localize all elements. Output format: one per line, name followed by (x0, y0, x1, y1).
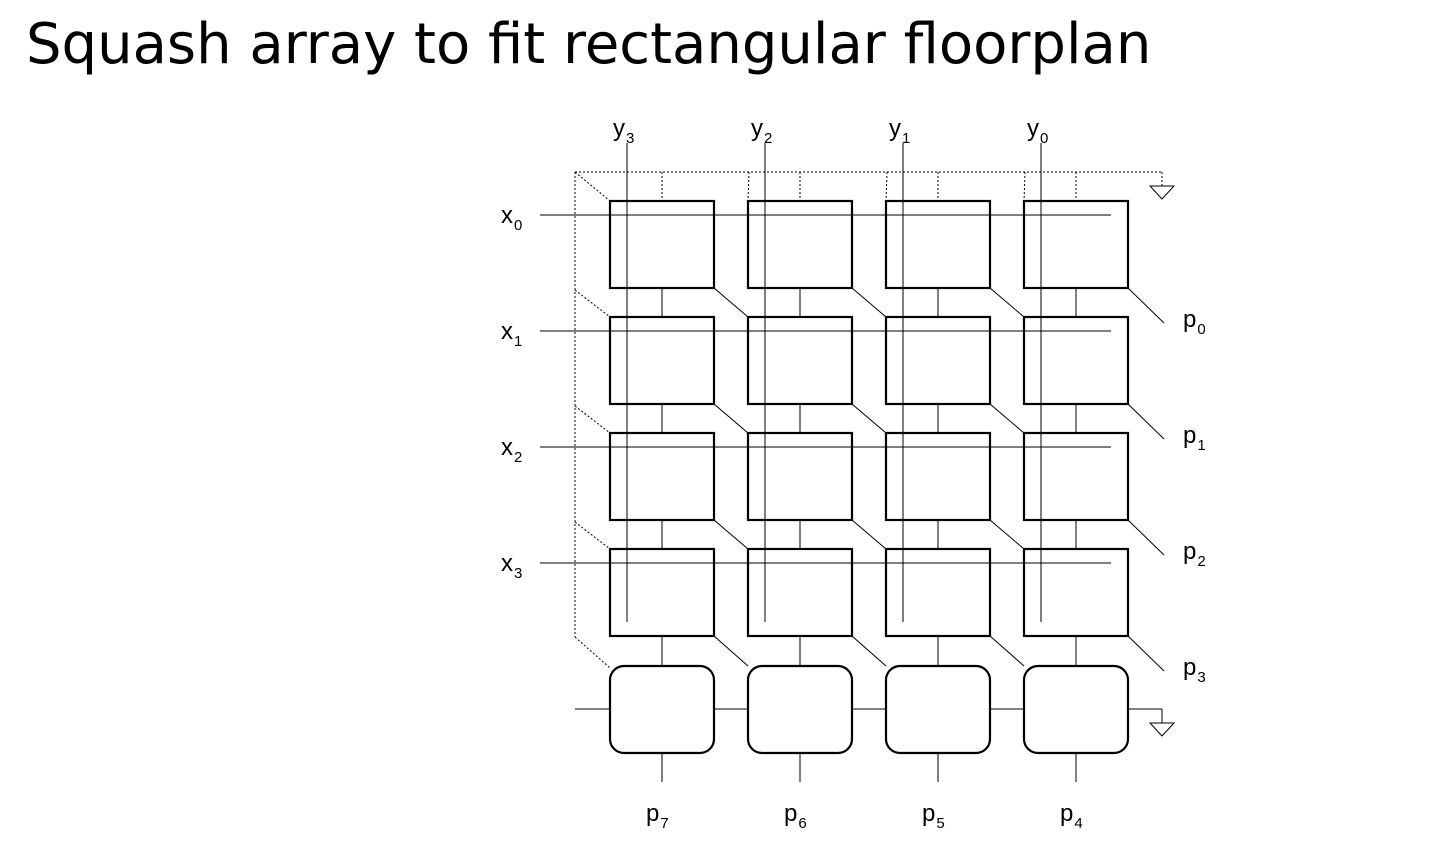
label-p-right-1: p1 (1183, 422, 1206, 454)
label-y-1: y2 (751, 115, 772, 147)
cell-3-0 (608, 547, 716, 638)
dashed-diag-left-1 (574, 289, 611, 318)
diagonal-link-3-1 (851, 635, 887, 667)
cell-2-1 (746, 431, 854, 522)
label-p-bottom-2-sub: 5 (936, 815, 944, 832)
right-output-line-3 (1127, 635, 1165, 672)
right-output-line-0 (1127, 287, 1165, 324)
label-x-2: x2 (501, 434, 522, 466)
cell-0-0 (608, 199, 716, 290)
cell-1-2 (884, 315, 992, 406)
label-x-3-base: x (501, 550, 513, 577)
slide-title: Squash array to fit rectangular floorpla… (26, 12, 1152, 77)
label-p-bottom-1: p6 (784, 800, 807, 832)
right-output-line-1 (1127, 403, 1165, 440)
cell-3-2 (884, 547, 992, 638)
diagonal-link-0-0 (713, 287, 749, 318)
cell-0-2 (884, 199, 992, 290)
label-y-0: y3 (613, 115, 634, 147)
label-p-right-0: p0 (1183, 306, 1206, 338)
label-x-3: x3 (501, 550, 522, 582)
label-p-bottom-0-base: p (646, 800, 659, 827)
label-y-0-sub: 3 (626, 130, 634, 147)
cell-0-1 (746, 199, 854, 290)
label-y-3: y0 (1027, 115, 1048, 147)
label-y-2: y1 (889, 115, 910, 147)
cells-layer (608, 199, 1130, 755)
label-y-1-base: y (751, 115, 763, 142)
dashed-diag-top-2 (885, 171, 888, 202)
cell-3-3 (1022, 547, 1130, 638)
label-p-right-3-base: p (1183, 654, 1196, 681)
diagonal-link-3-0 (713, 635, 749, 667)
label-y-1-sub: 2 (764, 130, 772, 147)
ground-symbol-bottom (1148, 722, 1176, 737)
label-p-bottom-3: p4 (1060, 800, 1083, 832)
dashed-left-to-adder (574, 636, 611, 669)
adder-cell-2 (884, 664, 992, 755)
label-p-right-1-base: p (1183, 422, 1196, 449)
label-x-0-base: x (501, 202, 513, 229)
cell-2-2 (884, 431, 992, 522)
dashed-diag-left-3 (574, 521, 611, 550)
diagonal-link-1-0 (713, 403, 749, 434)
label-p-bottom-0: p7 (646, 800, 669, 832)
label-p-right-3: p3 (1183, 654, 1206, 686)
label-p-right-2-sub: 2 (1197, 553, 1205, 570)
dashed-diag-left-2 (574, 405, 611, 434)
dashed-diag-top-3 (1023, 171, 1026, 202)
cell-1-1 (746, 315, 854, 406)
label-p-bottom-3-sub: 4 (1074, 815, 1082, 832)
label-p-bottom-3-base: p (1060, 800, 1073, 827)
cell-1-0 (608, 315, 716, 406)
cell-2-0 (608, 431, 716, 522)
diagonal-link-1-2 (989, 403, 1025, 434)
dashed-diag-top-0 (574, 171, 611, 202)
diagonal-link-2-2 (989, 519, 1025, 550)
label-y-3-base: y (1027, 115, 1039, 142)
diagonal-link-1-1 (851, 403, 887, 434)
label-x-1-sub: 1 (514, 333, 522, 350)
label-y-2-base: y (889, 115, 901, 142)
label-p-bottom-2-base: p (922, 800, 935, 827)
label-p-bottom-1-sub: 6 (798, 815, 806, 832)
label-p-right-2: p2 (1183, 538, 1206, 570)
label-x-2-base: x (501, 434, 513, 461)
cell-2-3 (1022, 431, 1130, 522)
label-p-bottom-0-sub: 7 (660, 815, 668, 832)
adder-cell-3 (1022, 664, 1130, 755)
label-x-1-base: x (501, 318, 513, 345)
label-p-right-0-sub: 0 (1197, 321, 1205, 338)
label-x-1: x1 (501, 318, 522, 350)
label-x-0-sub: 0 (514, 217, 522, 234)
label-y-0-base: y (613, 115, 625, 142)
diagonal-link-2-1 (851, 519, 887, 550)
wires-layer (540, 143, 1176, 782)
adder-cell-0 (608, 664, 716, 755)
label-x-3-sub: 3 (514, 565, 522, 582)
diagonal-link-0-1 (851, 287, 887, 318)
label-p-right-0-base: p (1183, 306, 1196, 333)
dashed-diag-top-1 (747, 171, 750, 202)
diagonal-link-2-0 (713, 519, 749, 550)
ground-symbol-top (1148, 185, 1176, 200)
label-y-2-sub: 1 (902, 130, 910, 147)
right-output-line-2 (1127, 519, 1165, 556)
label-p-right-1-sub: 1 (1197, 437, 1205, 454)
label-x-0: x0 (501, 202, 522, 234)
label-p-right-3-sub: 3 (1197, 669, 1205, 686)
diagonal-link-0-2 (989, 287, 1025, 318)
label-p-right-2-base: p (1183, 538, 1196, 565)
diagonal-link-3-2 (989, 635, 1025, 667)
label-x-2-sub: 2 (514, 449, 522, 466)
label-p-bottom-1-base: p (784, 800, 797, 827)
label-y-3-sub: 0 (1040, 130, 1048, 147)
cell-3-1 (746, 547, 854, 638)
cell-0-3 (1022, 199, 1130, 290)
adder-cell-1 (746, 664, 854, 755)
label-p-bottom-2: p5 (922, 800, 945, 832)
cell-1-3 (1022, 315, 1130, 406)
